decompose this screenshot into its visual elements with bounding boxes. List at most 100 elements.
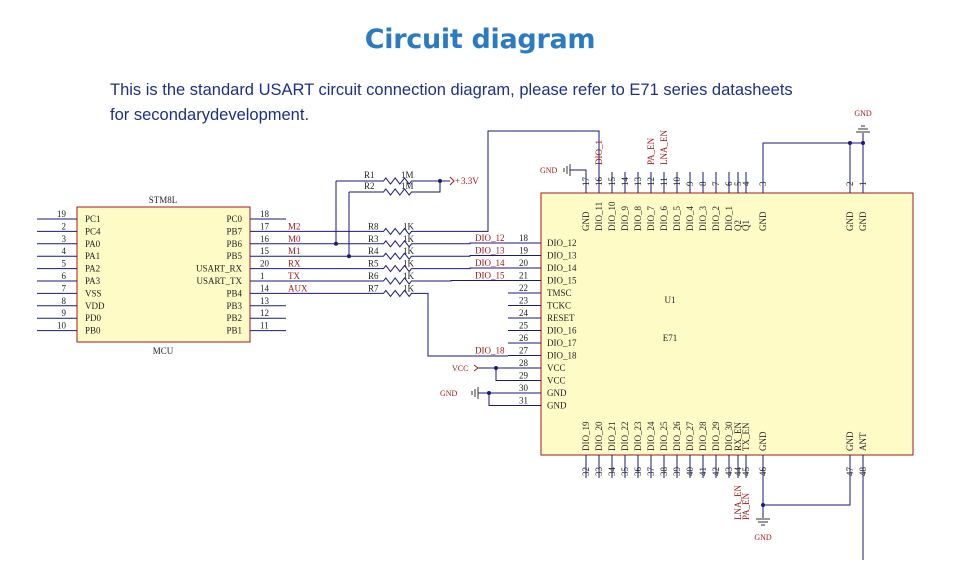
module-pin-name: DIO_28 bbox=[698, 421, 708, 451]
resistor-value: 1K bbox=[403, 234, 415, 244]
resistor-r2 bbox=[375, 188, 420, 196]
module-pin-name: TX_EN bbox=[741, 422, 751, 451]
vcc-arrow bbox=[473, 364, 479, 372]
module-pin-number: 6 bbox=[724, 181, 734, 186]
mcu-pin-name: PB7 bbox=[226, 226, 242, 236]
mcu-pin-number: 5 bbox=[62, 259, 67, 269]
module-pin-name: DIO_8 bbox=[633, 206, 643, 231]
ground-symbol bbox=[563, 164, 571, 176]
module-pin-name: DIO_13 bbox=[547, 251, 577, 261]
module-pin-number: 16 bbox=[594, 177, 604, 187]
mcu-net-label: M0 bbox=[288, 234, 301, 244]
module-pin-name: DIO_3 bbox=[698, 206, 708, 231]
module-pin-name: GND bbox=[758, 211, 768, 231]
module-net-label: DIO_13 bbox=[475, 246, 505, 256]
junction-dot bbox=[347, 254, 351, 259]
module-pin-number: 19 bbox=[519, 246, 529, 256]
mcu-pin-number: 12 bbox=[260, 308, 269, 318]
module-pin-name: DIO_30 bbox=[724, 421, 734, 451]
resistor-value: 1M bbox=[401, 170, 414, 180]
mcu-pin-number: 16 bbox=[260, 234, 270, 244]
mcu-pin-number: 11 bbox=[260, 321, 269, 331]
module-pin-number: 41 bbox=[698, 467, 708, 476]
resistor-r7 bbox=[375, 289, 420, 298]
resistor-value: 1K bbox=[403, 221, 415, 231]
module-pin-number: 25 bbox=[519, 321, 529, 331]
module-pin-name: GND bbox=[581, 211, 591, 231]
mcu-pin-name: PC0 bbox=[226, 214, 242, 224]
supply-arrow bbox=[449, 176, 455, 186]
module-pin-number: 14 bbox=[620, 177, 630, 187]
module-pin-number: 43 bbox=[724, 467, 734, 477]
module-pin-name: ANT bbox=[858, 432, 868, 451]
mcu-pin-name: PA1 bbox=[85, 251, 100, 261]
net-dio18-wire bbox=[420, 292, 508, 357]
module-pin-name: DIO_11 bbox=[594, 202, 604, 231]
resistor-ref: R4 bbox=[368, 246, 379, 256]
net-dio1-wire bbox=[420, 130, 600, 232]
mcu-pin-name: USART_TX bbox=[197, 276, 243, 286]
module-pin-number: 24 bbox=[519, 308, 529, 318]
pullup-join bbox=[420, 180, 441, 193]
module-pin-name: DIO_20 bbox=[594, 421, 604, 451]
module-pin-name: DIO_4 bbox=[685, 206, 695, 231]
module-name: E71 bbox=[663, 333, 678, 343]
mcu-pin-name: PB0 bbox=[85, 326, 101, 336]
gnd-bus-bottom bbox=[762, 478, 851, 506]
module-pin-name: GND bbox=[758, 431, 768, 451]
mcu-pin-name: PB3 bbox=[226, 301, 242, 311]
module-pin-name: TMSC bbox=[547, 288, 572, 298]
module-pin-number: 21 bbox=[519, 271, 528, 281]
module-pin-name: GND bbox=[845, 211, 855, 231]
resistor-value: 1K bbox=[403, 259, 415, 269]
resistor-r4 bbox=[375, 252, 420, 261]
module-net-label: DIO_15 bbox=[475, 271, 505, 281]
module-pin-number: 8 bbox=[698, 181, 708, 186]
module-pin-number: 47 bbox=[845, 467, 855, 477]
mcu-net-label: RX bbox=[288, 259, 301, 269]
junction-dot bbox=[848, 141, 852, 145]
mcu-name: STM8L bbox=[149, 195, 178, 205]
module-bottom-ext-label: LNA_EN bbox=[733, 485, 743, 520]
gnd-label: GND bbox=[440, 389, 458, 398]
resistor-r5 bbox=[375, 264, 420, 273]
ground-symbol bbox=[756, 518, 770, 526]
module-pin-name: DIO_1 bbox=[724, 206, 734, 231]
module-pin-number: 10 bbox=[672, 177, 682, 187]
net-dio15-wire bbox=[420, 280, 508, 282]
junction-dot bbox=[438, 179, 442, 183]
module-pin-name: DIO_6 bbox=[659, 206, 669, 231]
module-pin-name: RESET bbox=[547, 313, 575, 323]
module-pin-name: DIO_19 bbox=[581, 421, 591, 451]
module-pin-name: TCKC bbox=[547, 301, 571, 311]
module-pin-number: 33 bbox=[594, 467, 604, 477]
net-dio14-wire bbox=[420, 267, 508, 270]
module-pin-number: 32 bbox=[581, 467, 591, 476]
module-pin-number: 31 bbox=[519, 396, 528, 406]
module-pin-name: DIO_29 bbox=[711, 421, 721, 451]
description-line-1: This is the standard USART circuit conne… bbox=[110, 81, 793, 99]
ground-symbol bbox=[856, 125, 870, 133]
mcu-net-label: TX bbox=[288, 271, 300, 281]
module-top-ext-label: PA_EN bbox=[646, 137, 656, 165]
vcc-label: VCC bbox=[452, 364, 468, 373]
module-top-ext-label: DIO_1 bbox=[594, 140, 604, 165]
module-pin-number: 30 bbox=[519, 383, 529, 393]
mcu-pin-number: 17 bbox=[260, 221, 270, 231]
module-pin-number: 42 bbox=[711, 467, 721, 476]
resistor-r6 bbox=[375, 277, 420, 285]
module-pin-number: 15 bbox=[607, 177, 617, 187]
module-pin-number: 12 bbox=[646, 177, 656, 186]
module-pin-number: 29 bbox=[519, 371, 529, 381]
module-pin-number: 40 bbox=[685, 467, 695, 477]
module-top-ext-label: LNA_EN bbox=[659, 130, 669, 165]
module-pin-name: Q2 bbox=[733, 220, 743, 231]
module-net-label: DIO_14 bbox=[475, 258, 505, 268]
mcu-pin-number: 2 bbox=[62, 221, 67, 231]
mcu-pin-number: 19 bbox=[57, 209, 67, 219]
gnd-bus-top bbox=[762, 142, 864, 172]
module-ref: U1 bbox=[665, 295, 676, 305]
mcu-pin-number: 4 bbox=[62, 246, 67, 256]
module-pin-number: 27 bbox=[519, 346, 529, 356]
module-pin-number: 46 bbox=[758, 467, 768, 477]
